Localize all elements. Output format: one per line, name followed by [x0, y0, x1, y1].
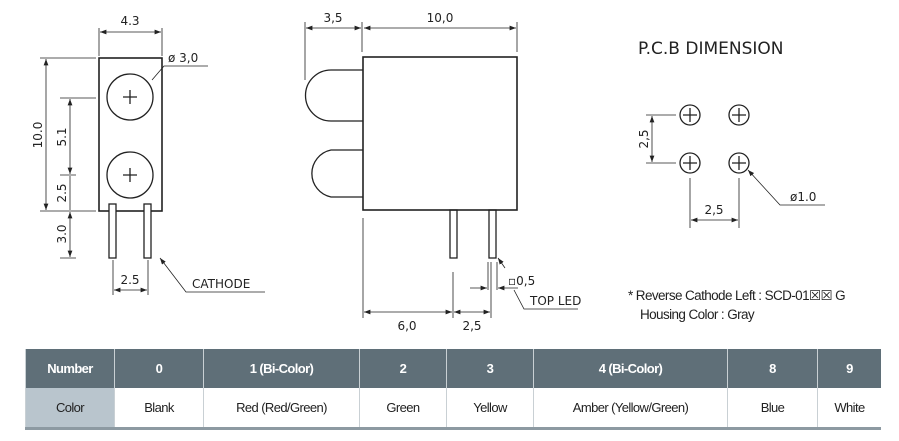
table-cell: 8 [727, 349, 818, 388]
dim-body-depth: 10,0 [427, 11, 454, 25]
dim-pin-length: 3.0 [55, 224, 69, 243]
color-code-table: Number 0 1 (Bi-Color) 2 3 4 (Bi-Color) 8… [25, 349, 881, 430]
table-row-color: Color Blank Red (Red/Green) Green Yellow… [25, 388, 881, 430]
table-cell: 9 [817, 349, 881, 388]
dim-side-pin-pitch: 2,5 [462, 319, 481, 333]
dim-hole-diameter: ø1.0 [790, 190, 816, 204]
pcb-hole [679, 152, 701, 174]
note-housing-color: Housing Color : Gray [640, 307, 755, 322]
table-cell: 2 [359, 349, 447, 388]
table-cell: Green [359, 388, 447, 430]
top-led-label: TOP LED [529, 294, 581, 308]
table-cell: 4 (Bi-Color) [533, 349, 728, 388]
dim-pin-offset: 6,0 [397, 319, 416, 333]
pcb-hole [728, 104, 750, 126]
dim-pin-size: ▫0,5 [508, 274, 535, 288]
front-view [40, 28, 265, 295]
dim-pin-pitch: 2.5 [120, 273, 139, 287]
row-header: Number [25, 349, 115, 388]
table-cell: 1 (Bi-Color) [203, 349, 360, 388]
cathode-label: CATHODE [192, 277, 250, 291]
side-view [304, 22, 578, 318]
table-cell: Yellow [446, 388, 534, 430]
dim-height: 10.0 [31, 122, 45, 149]
pcb-hole [728, 152, 750, 174]
pcb-hole [679, 104, 701, 126]
table-cell: Amber (Yellow/Green) [533, 388, 728, 430]
dim-lens-depth: 3,5 [323, 11, 342, 25]
pcb-dimension [646, 104, 825, 228]
table-cell: Red (Red/Green) [203, 388, 360, 430]
table-cell: White [817, 388, 881, 430]
notes: * Reverse Cathode Left : SCD-01☒☒ G Hous… [628, 286, 846, 324]
table-cell: Blank [114, 388, 204, 430]
dim-pcb-horizontal: 2,5 [704, 203, 723, 217]
dim-offset: 2.5 [55, 183, 69, 202]
dimension-drawing: 4.3 ø 3,0 10.0 5.1 2.5 3.0 2.5 CATHODE 3… [31, 11, 825, 333]
table-cell: 0 [114, 349, 204, 388]
pcb-title: P.C.B DIMENSION [638, 39, 783, 59]
dim-pcb-vertical: 2,5 [637, 129, 651, 148]
row-header: Color [25, 388, 115, 430]
note-reverse-cathode: * Reverse Cathode Left : SCD-01☒☒ G [628, 288, 846, 303]
table-row-number: Number 0 1 (Bi-Color) 2 3 4 (Bi-Color) 8… [25, 349, 881, 388]
table-cell: Blue [727, 388, 818, 430]
dim-pitch-vertical: 5.1 [55, 127, 69, 146]
dim-width: 4.3 [120, 14, 139, 28]
table-cell: 3 [446, 349, 534, 388]
dim-diameter: ø 3,0 [168, 51, 198, 65]
